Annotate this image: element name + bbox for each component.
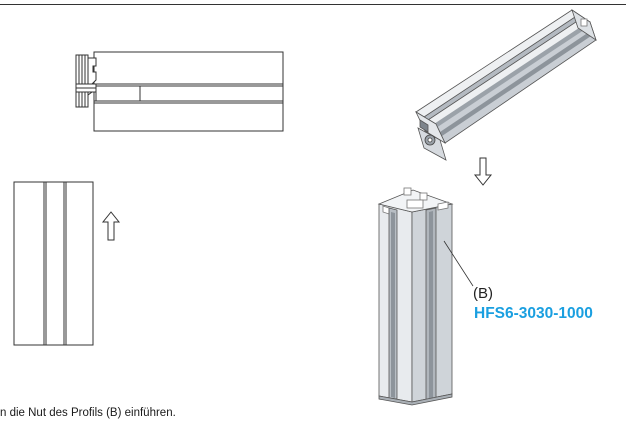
vertical-profile — [377, 187, 454, 406]
isometric-profile-assembly — [415, 9, 597, 161]
side-view-top — [75, 51, 284, 132]
part-ref-label: (B) — [473, 285, 493, 302]
instruction-caption: n die Nut des Profils (B) einführen. — [0, 407, 176, 419]
side-view-bottom — [13, 181, 94, 346]
part-number-label: HFS6-3030-1000 — [474, 305, 593, 322]
arrow-down-icon — [473, 157, 493, 186]
part-leader-line — [443, 240, 474, 287]
arrow-up-icon — [101, 211, 121, 241]
